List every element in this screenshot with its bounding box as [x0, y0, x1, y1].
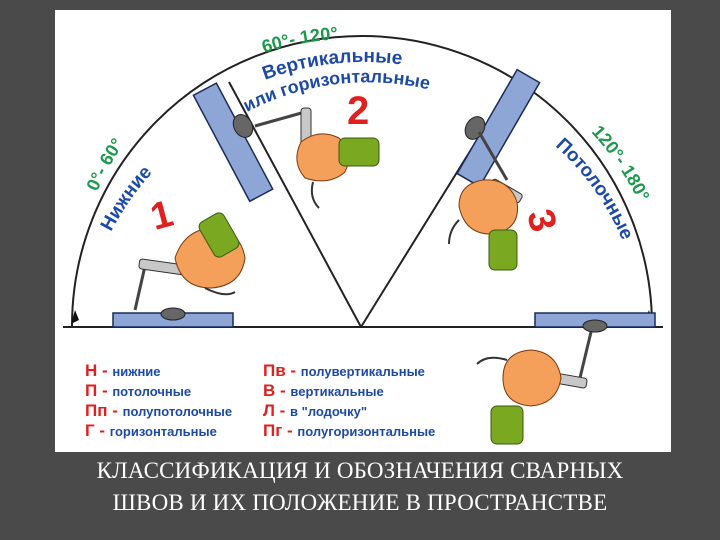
legend-text: нижние	[112, 364, 160, 379]
caption-line-1: КЛАССИФИКАЦИЯ И ОБОЗНАЧЕНИЯ СВАРНЫХ	[96, 458, 624, 483]
legend-text: горизонтальные	[110, 424, 217, 439]
weld-bead-1	[160, 307, 186, 321]
legend-text: полупотолочные	[123, 404, 233, 419]
legend-code: Г	[85, 421, 95, 440]
legend-code: Пг	[263, 421, 282, 440]
welding-positions-diagram: 60°- 120° Вертикальные или горизонтальны…	[63, 23, 663, 445]
weld-bead-4	[582, 319, 608, 333]
welder-hand-3-illustration	[448, 131, 523, 271]
svg-text:Пг - полугоризонтальные: Пг - полугоризонтальные	[263, 421, 435, 440]
plate-vertical-right	[456, 68, 541, 188]
svg-text:Пп - полупотолочные: Пп - полупотолочные	[85, 401, 232, 420]
weld-bead-2	[232, 114, 254, 138]
legend-code: В	[263, 381, 275, 400]
legend-text: в "лодочку"	[290, 404, 367, 419]
slide-caption: КЛАССИФИКАЦИЯ И ОБОЗНАЧЕНИЯ СВАРНЫХ ШВОВ…	[0, 455, 720, 519]
legend-code: Пв	[263, 361, 286, 380]
position-number-2: 2	[347, 89, 369, 133]
welder-hand-2-illustration	[254, 107, 380, 209]
legend-code: П	[85, 381, 97, 400]
legend-text: полувертикальные	[301, 364, 425, 379]
diagram-panel: 60°- 120° Вертикальные или горизонтальны…	[55, 10, 671, 452]
arc-arrow-left	[71, 310, 79, 324]
legend-code: Н	[85, 361, 97, 380]
legend-right: Пв - полувертикальные В - вертикальные Л…	[263, 361, 435, 440]
legend-text: вертикальные	[290, 384, 383, 399]
svg-text:П - потолочные: П - потолочные	[85, 381, 191, 400]
legend-text: полугоризонтальные	[297, 424, 435, 439]
svg-text:В - вертикальные: В - вертикальные	[263, 381, 384, 400]
svg-text:Л - в "лодочку": Л - в "лодочку"	[263, 401, 367, 420]
legend-code: Пп	[85, 401, 108, 420]
position-number-1: 1	[146, 193, 177, 239]
legend-code: Л	[263, 401, 275, 420]
svg-text:Г - горизонтальные: Г - горизонтальные	[85, 421, 217, 440]
welder-hand-1-illustration	[133, 212, 246, 311]
position-number-3: 3	[518, 205, 564, 236]
svg-text:Пв - полувертикальные: Пв - полувертикальные	[263, 361, 425, 380]
angle-arc	[71, 35, 653, 327]
legend-left: Н - нижние П - потолочные Пп - полупотол…	[85, 361, 232, 440]
caption-line-2: ШВОВ И ИХ ПОЛОЖЕНИЕ В ПРОСТРАНСТВЕ	[112, 490, 608, 515]
svg-text:Н - нижние: Н - нижние	[85, 361, 161, 380]
welder-hand-4-illustration	[476, 331, 593, 445]
legend-text: потолочные	[112, 384, 191, 399]
